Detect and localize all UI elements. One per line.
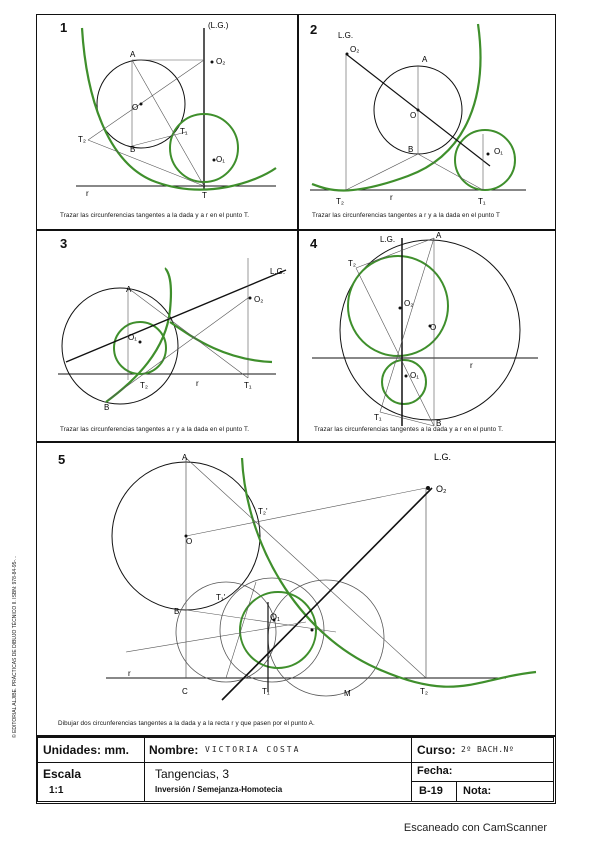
p3-r-label: r (196, 379, 199, 388)
date-label: Fecha: (417, 765, 453, 777)
p5-o2-label: O₂ (436, 484, 447, 494)
p1-o1-label: O₁ (216, 155, 225, 164)
p4-lg-label: L.G. (380, 235, 395, 244)
course-label: Curso: (417, 743, 456, 757)
panel-1 (36, 14, 298, 230)
sheet-subtitle: Inversión / Semejanza-Homotecia (155, 785, 283, 794)
panel-2-construction: L.G. O₂ A O B O₁ T₂ r T₁ (310, 23, 526, 206)
panel-2-caption: Trazar las circunferencias tangentes a r… (312, 212, 500, 219)
p3-o2-label: O₂ (254, 295, 263, 304)
p2-r-label: r (390, 193, 393, 202)
panel-4-number: 4 (310, 236, 318, 251)
p1-a-label: A (130, 50, 136, 59)
p2-a-label: A (422, 55, 428, 64)
name-value: VICTORIA COSTA (205, 745, 301, 754)
panel-5-construction: A L.G. O₂ T₂' O B T₁' O₁ r C T₁ M T₂ (106, 452, 537, 701)
publisher-side-text: © EDITORIAL ALJIBE. PRÁCTICAS DE DIBUJO … (12, 555, 18, 738)
p5-t2-label: T₂ (420, 687, 428, 696)
p3-lg-label: L.G. (270, 267, 285, 276)
p5-r-label: r (128, 669, 131, 678)
panel-3-number: 3 (60, 236, 68, 251)
panel-3 (36, 230, 298, 442)
p4-b-label: B (436, 419, 441, 428)
panel-5-caption: Dibujar dos circunferencias tangentes a … (58, 720, 315, 727)
p1-t-label: T (202, 191, 207, 200)
panel-1-number: 1 (60, 20, 68, 35)
name-label: Nombre: (149, 743, 199, 757)
p1-o2-label: O₂ (216, 57, 225, 66)
p2-b-label: B (408, 145, 413, 154)
panel-3-construction: L.G. A O₂ O₁ B T₂ r T₁ (58, 258, 287, 412)
sheet-code: B-19 (419, 785, 443, 797)
units-label: Unidades: mm. (43, 743, 130, 757)
p5-b-label: B (174, 607, 179, 616)
title-block: Unidades: mm. Nombre: VICTORIA COSTA Cur… (36, 736, 556, 804)
p1-t2-label: T₂ (78, 135, 86, 144)
p4-o-label: O (430, 323, 436, 332)
scale-label: Escala (43, 767, 82, 781)
p2-t2-label: T₂ (336, 197, 344, 206)
p5-lg-label: L.G. (434, 452, 451, 462)
panel-4-caption: Trazar las circunferencias tangentes a l… (314, 426, 504, 433)
p1-lg-label: (L.G.) (208, 21, 229, 30)
p4-o2-label: O₂ (404, 299, 413, 308)
grade-label: Nota: (463, 785, 492, 797)
p4-t1-label: T₁ (374, 413, 382, 422)
p1-r-label: r (86, 189, 89, 198)
p2-o1-label: O₁ (494, 147, 503, 156)
p3-t2-label: T₂ (140, 381, 148, 390)
p5-a-label: A (182, 453, 188, 462)
p4-t2-label: T₂ (348, 259, 356, 268)
panel-3-caption: Trazar las circunferencias tangentes a r… (60, 426, 250, 433)
p3-a-label: A (126, 285, 132, 294)
p2-o-label: O (410, 111, 416, 120)
p1-o-label: O (132, 103, 138, 112)
p5-t1p-label: T₁' (216, 593, 226, 602)
p5-t1-label: T₁ (262, 687, 270, 696)
panel-5 (36, 442, 556, 736)
panel-5-number: 5 (58, 452, 66, 467)
panel-4 (298, 230, 556, 442)
panel-4-construction: L.G. A T₂ O₂ O r O₁ T₁ B (312, 231, 538, 428)
p2-t1-label: T₁ (478, 197, 486, 206)
p3-b-label: B (104, 403, 109, 412)
panel-1-caption: Trazar las circunferencias tangentes a l… (60, 212, 250, 219)
p5-o1-label: O₁ (270, 612, 280, 622)
p4-a-label: A (436, 231, 442, 240)
panel-2 (298, 14, 556, 230)
panel-2-number: 2 (310, 22, 318, 37)
p3-o1-label: O₁ (128, 333, 137, 342)
sheet-title: Tangencias, 3 (155, 767, 230, 781)
p5-m-label: M (344, 689, 351, 698)
p1-b-label: B (130, 145, 135, 154)
p5-t2p-label: T₂' (258, 507, 268, 516)
panel-1-construction: (L.G.) O₂ A O T₂ B T₁ O₁ T r (76, 21, 277, 200)
grade-cell (456, 781, 554, 802)
p4-o1-label: O₁ (410, 371, 419, 380)
p5-o-label: O (186, 537, 192, 546)
scale-value: 1:1 (49, 785, 64, 796)
camscanner-watermark: Escaneado con CamScanner (403, 822, 547, 834)
course-value: 2º BACH.Nº (461, 745, 515, 754)
p5-c-label: C (182, 687, 188, 696)
p4-r-label: r (470, 361, 473, 370)
p3-t1-label: T₁ (244, 381, 252, 390)
p1-t1-label: T₁ (180, 127, 188, 136)
p2-o2-label: O₂ (350, 45, 359, 54)
p2-lg-label: L.G. (338, 31, 353, 40)
